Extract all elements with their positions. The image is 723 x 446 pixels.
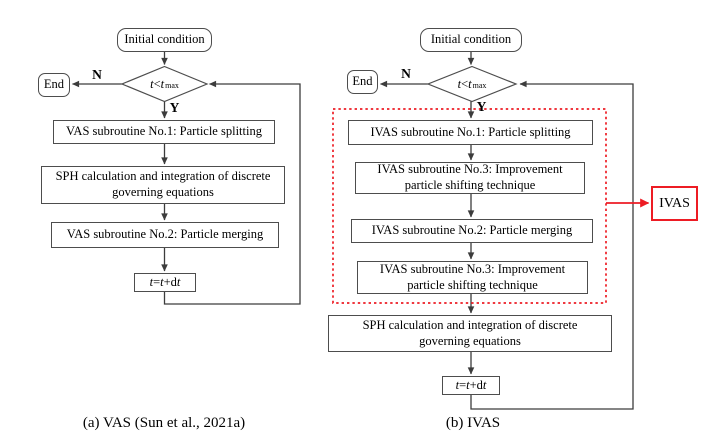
chart-a-connectors (71, 52, 301, 305)
decision-diamond-a (120, 65, 209, 103)
loop-b-back-to-decision (470, 80, 634, 410)
ivas-group-outline (332, 108, 607, 304)
loop-a-back-to-decision (163, 80, 301, 305)
decision-diamond-b (426, 65, 518, 103)
chart-b-connectors (379, 52, 634, 410)
